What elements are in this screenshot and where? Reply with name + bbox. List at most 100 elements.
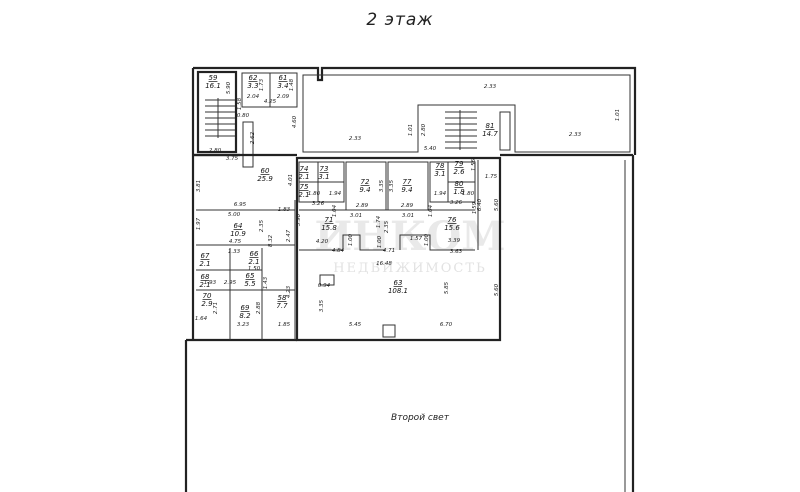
room-area: 2.1	[248, 258, 259, 266]
room-68: 682.1	[199, 273, 210, 289]
dimension-label: 3.75	[226, 156, 239, 162]
dimension-label: 5.40	[424, 146, 437, 152]
dimension-label: 2.80	[209, 148, 222, 154]
dimension-label: 1.00	[377, 235, 383, 248]
dimension-label: 1.75	[485, 174, 498, 180]
dimension-label: 3.63	[450, 249, 463, 255]
dimension-label: 3.26	[450, 200, 463, 206]
room-area: 15.8	[321, 224, 337, 232]
dimension-label: 1.74	[376, 215, 382, 228]
room-number: 65	[246, 272, 255, 280]
dimension-label: 1.43	[263, 276, 269, 289]
room-72: 729.4	[359, 178, 370, 194]
dimension-label: 2.33	[349, 136, 362, 142]
room-number: 58	[278, 294, 287, 302]
room-area: 9.4	[359, 186, 370, 194]
dimension-label: 4.60	[292, 115, 298, 128]
room-73: 733.1	[318, 165, 329, 181]
room-number: 79	[455, 160, 464, 168]
room-area: 2.1	[298, 191, 309, 199]
room-58: 587.7	[276, 294, 288, 310]
dimension-label: 6.40	[477, 198, 483, 211]
dimension-label: 1.04	[428, 204, 434, 217]
room-area: 1.8	[453, 188, 465, 196]
dimension-label: 1.01	[615, 109, 621, 121]
room-79: 792.6	[453, 160, 465, 176]
room-labels: 5916.1623.3613.46025.9742.1733.1752.1729…	[199, 74, 498, 320]
room-75: 752.1	[298, 183, 309, 199]
dimension-label: 2.62	[250, 131, 256, 144]
dimension-label: 1.56	[471, 158, 477, 171]
dimension-label: 2.88	[256, 301, 262, 314]
room-area: 2.1	[199, 281, 210, 289]
room-69: 698.2	[239, 304, 251, 320]
dimension-label: 2.04	[247, 94, 260, 100]
room-61: 613.4	[277, 74, 288, 90]
room-number: 75	[300, 183, 309, 191]
dimension-label: 6.70	[440, 322, 453, 328]
room-number: 81	[486, 122, 495, 130]
dimension-label: 1.00	[424, 233, 430, 246]
dimension-label: 1.80	[308, 191, 321, 197]
dimension-label: 3.01	[350, 213, 362, 219]
room-area: 25.9	[257, 175, 273, 183]
room-80: 801.8	[453, 180, 465, 196]
dimension-label: 2.95	[224, 280, 237, 286]
room-number: 63	[394, 279, 403, 287]
dimension-label: 1.58	[237, 97, 243, 110]
dimension-label: 1.50	[248, 266, 261, 272]
floor-title: 2 этаж	[366, 10, 434, 30]
room-67: 672.1	[199, 252, 210, 268]
dimension-label: 2.35	[259, 219, 265, 232]
dimension-label: 4.20	[316, 239, 329, 245]
room-number: 73	[320, 165, 329, 173]
dimension-label: 5.85	[444, 281, 450, 294]
dimension-label: 2.33	[484, 84, 497, 90]
room-area: 2.1	[298, 173, 309, 181]
room-area: 15.6	[444, 224, 460, 232]
dimension-label: 5.60	[494, 283, 500, 296]
room-number: 66	[250, 250, 259, 258]
dimension-label: 1.00	[348, 233, 354, 246]
dimension-label: 2.09	[277, 94, 290, 100]
dimension-label: 2.80	[421, 123, 427, 136]
dimension-label: 2.89	[356, 203, 369, 209]
dimension-label: 1.97	[196, 217, 202, 230]
room-area: 10.9	[230, 230, 246, 238]
dimension-label: 1.83	[278, 207, 291, 213]
dimension-label: 4.71	[383, 248, 395, 254]
dimension-label: 2.35	[384, 220, 390, 233]
room-78: 783.1	[434, 162, 445, 178]
dimension-label: 4.01	[288, 174, 294, 186]
room-number: 69	[241, 304, 250, 312]
second-light-label: Второй свет	[391, 413, 450, 423]
room-number: 80	[455, 180, 464, 188]
room-number: 71	[325, 216, 334, 224]
dimension-label: 3.39	[448, 238, 461, 244]
watermark-sub: НЕДВИЖИМОСТЬ	[333, 261, 487, 276]
dimension-label: 1.73	[259, 78, 265, 91]
room-number: 60	[261, 167, 270, 175]
watermark-brand: ИНКОМ	[314, 213, 505, 260]
room-area: 9.4	[401, 186, 412, 194]
room-number: 78	[436, 162, 445, 170]
room-area: 108.1	[388, 287, 408, 295]
room-65: 655.5	[244, 272, 256, 288]
dimension-label: 1.94	[329, 191, 342, 197]
room-number: 67	[201, 252, 210, 260]
room-number: 76	[448, 216, 457, 224]
watermark: ИНКОМ НЕДВИЖИМОСТЬ	[314, 213, 505, 276]
dimension-label: 1.80	[462, 191, 475, 197]
room-area: 3.1	[318, 173, 329, 181]
room-area: 3.3	[247, 82, 258, 90]
room-70: 702.9	[201, 292, 213, 308]
dimension-label: 3.26	[312, 201, 325, 207]
dimension-label: 1.93	[204, 280, 217, 286]
room-74: 742.1	[298, 165, 309, 181]
room-area: 8.2	[239, 312, 251, 320]
